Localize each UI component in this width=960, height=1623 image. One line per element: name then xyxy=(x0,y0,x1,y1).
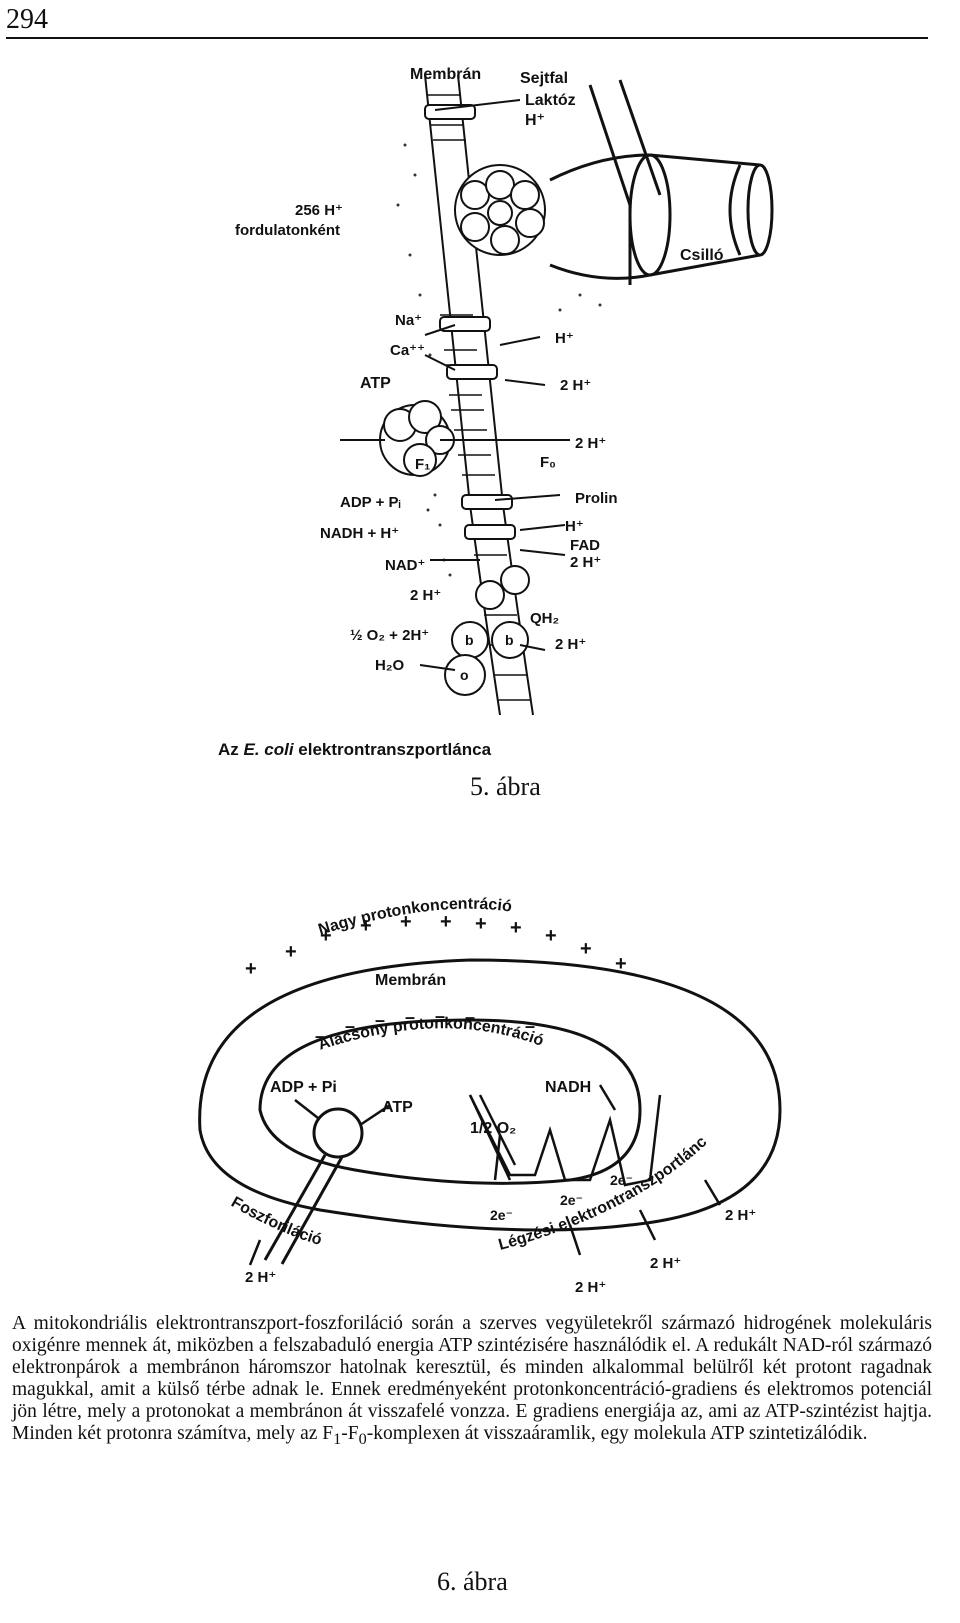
label-ca: Ca⁺⁺ xyxy=(390,342,425,359)
label-nadh: NADH + H⁺ xyxy=(320,525,399,542)
label-membran2: Membrán xyxy=(375,972,446,989)
svg-text:–: – xyxy=(345,1016,355,1036)
membrane-ellipse xyxy=(198,958,782,1232)
label-chain: Légzési elektrontranszportlánc xyxy=(497,1133,711,1254)
header-rule xyxy=(6,37,928,39)
label-atp2: ATP xyxy=(382,1099,413,1116)
label-h6: 2 H⁺ xyxy=(570,554,601,571)
label-f0: F₀ xyxy=(540,454,556,471)
label-b1: b xyxy=(465,632,474,648)
label-laktoz: Laktóz xyxy=(525,92,576,109)
fig2-arrows xyxy=(248,1084,722,1266)
svg-text:+: + xyxy=(245,958,257,980)
label-b2: b xyxy=(505,632,514,648)
svg-text:–: – xyxy=(375,1010,385,1030)
plus-signs: + + + + + + + + + + + xyxy=(245,911,627,980)
label-e1: 2e⁻ xyxy=(490,1207,513,1223)
label-atp: ATP xyxy=(360,375,391,392)
label-sejtfal: Sejtfal xyxy=(520,70,568,87)
svg-text:–: – xyxy=(405,1007,415,1027)
label-o2: ½ O₂ + 2H⁺ xyxy=(350,627,429,644)
svg-text:–: – xyxy=(465,1007,475,1027)
label-qh2: QH₂ xyxy=(530,610,559,627)
figure1-caption: Az E. coli elektrontranszportlánca xyxy=(218,740,492,759)
page-number: 294 xyxy=(6,4,48,35)
svg-text:+: + xyxy=(320,925,332,947)
svg-text:+: + xyxy=(400,911,412,933)
svg-text:+: + xyxy=(285,941,297,963)
label-o2b: 1/2 O₂ xyxy=(470,1120,516,1137)
label-csillo: Csilló xyxy=(680,247,724,264)
membrane-stripes xyxy=(427,94,531,701)
etc-zigzag xyxy=(468,1094,662,1187)
body-paragraph: A mitokondriális elektrontranszport-fosz… xyxy=(12,1313,932,1448)
label-turnover-b: fordulatonként xyxy=(235,222,340,239)
label-e2: 2e⁻ xyxy=(560,1192,583,1208)
svg-text:+: + xyxy=(360,915,372,937)
ecoli-etc-figure: Membrán Sejtfal Laktóz H⁺ 256 H⁺ fordula… xyxy=(235,66,774,716)
label-h-b: 2 H⁺ xyxy=(650,1255,681,1272)
atp-synthase xyxy=(263,1107,364,1265)
chemiosmosis-figure: + + + + + + + + + + + – – – – – – – – xyxy=(198,896,782,1296)
label-fad: FAD xyxy=(570,537,600,554)
flagellum xyxy=(549,153,774,280)
svg-text:+: + xyxy=(440,911,452,933)
label-h-d: 2 H⁺ xyxy=(245,1269,276,1286)
svg-text:–: – xyxy=(525,1016,535,1036)
svg-text:+: + xyxy=(580,938,592,960)
minus-signs: – – – – – – – – xyxy=(315,1006,535,1046)
f1-complex xyxy=(379,400,455,477)
label-o: o xyxy=(460,667,469,683)
label-na: Na⁺ xyxy=(395,312,422,329)
label-h5: H⁺ xyxy=(565,518,584,535)
label-nad: NAD⁺ xyxy=(385,557,425,574)
figure1-number: 5. ábra xyxy=(470,772,541,801)
label-h-a: 2 H⁺ xyxy=(725,1207,756,1224)
label-e3: 2e⁻ xyxy=(610,1172,633,1188)
label-adp: ADP + Pᵢ xyxy=(340,494,401,511)
label-f1: F₁ xyxy=(415,456,430,473)
svg-text:–: – xyxy=(315,1026,325,1046)
flux-arrows xyxy=(340,99,570,671)
svg-text:+: + xyxy=(510,917,522,939)
svg-text:+: + xyxy=(475,913,487,935)
label-h-c: 2 H⁺ xyxy=(575,1279,606,1296)
svg-text:+: + xyxy=(545,925,557,947)
label-h8: 2 H⁺ xyxy=(555,636,586,653)
label-h2: H⁺ xyxy=(555,330,574,347)
cytochrome-complex xyxy=(444,565,530,696)
label-nadh2: NADH xyxy=(545,1079,591,1096)
label-h2o: H₂O xyxy=(375,657,404,674)
cell-wall xyxy=(588,79,662,285)
label-prolin: Prolin xyxy=(575,490,618,507)
label-turnover-a: 256 H⁺ xyxy=(295,202,343,219)
transport-proteins xyxy=(424,104,516,540)
label-h3: 2 H⁺ xyxy=(560,377,591,394)
label-h1: H⁺ xyxy=(525,112,545,129)
flagellar-motor xyxy=(454,164,546,256)
figure2-number: 6. ábra xyxy=(437,1567,508,1596)
svg-text:+: + xyxy=(615,953,627,975)
label-membran: Membrán xyxy=(410,66,481,83)
label-h7: 2 H⁺ xyxy=(410,587,441,604)
svg-text:–: – xyxy=(435,1006,445,1026)
svg-text:–: – xyxy=(495,1010,505,1030)
label-h4: 2 H⁺ xyxy=(575,435,606,452)
label-adp2: ADP + Pi xyxy=(270,1079,337,1096)
